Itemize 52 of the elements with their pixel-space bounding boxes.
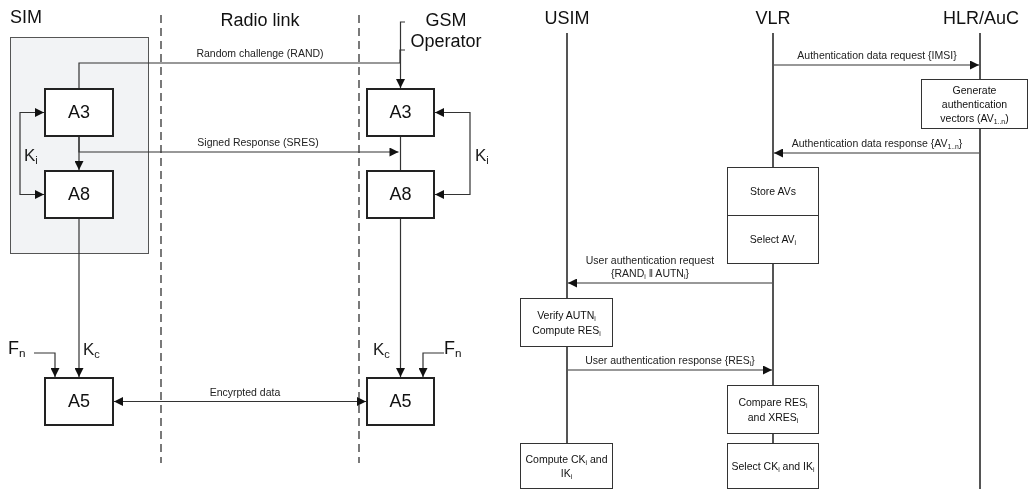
arrow [19,108,45,199]
lifeline [772,434,774,443]
column-heading: USIM [543,8,591,29]
arrow [78,136,400,157]
input-label: F$_{n}$ [444,338,470,362]
key-label: K$_{i}$ [475,144,489,166]
arrow [567,278,773,288]
edge-label: Encyrpted data [209,385,281,399]
edge-label: User authentication request {RAND$_{i}$ ‖ AUTN$_{i}$} [584,253,716,280]
process-box: A8 [44,170,114,219]
edge-label: Random challenge (RAND) [196,46,324,60]
process-box: Verify AUTN$_{i}$ Compute RES$_{i}$ [520,298,613,347]
lifeline [979,33,981,79]
edge-label: Authentication data response {AV$_{1..n}$} [791,136,963,150]
column-heading: HLR/AuC [942,8,1020,29]
process-box: A8 [366,170,435,219]
arrow [418,352,445,378]
process-box: Generate authentication vectors (AV$_{1..n}$) [921,79,1028,129]
column-heading: VLR [754,8,792,29]
key-label: K$_{i}$ [24,144,38,166]
key-label: K$_{c}$ [373,338,390,360]
arrow [113,397,367,406]
process-box: A5 [44,377,114,426]
lifeline [772,264,774,385]
arrow [396,218,405,378]
arrow [396,21,406,89]
process-box: Compare RES$_{i}$ and XRES$_{i}$ [727,385,819,434]
process-box: Store AVs [727,167,819,216]
edge-label: Signed Response (SRES) [197,135,319,149]
arrow [74,218,84,378]
key-label: K$_{c}$ [83,338,100,360]
process-box: A3 [366,88,435,137]
lifeline [979,129,981,489]
arrow [567,365,773,375]
column-heading: SIM [10,7,42,28]
arrow [434,108,471,199]
process-box: A3 [44,88,114,137]
lifeline [772,33,774,167]
input-label: F$_{n}$ [8,338,34,362]
arrow [773,60,980,70]
process-box: A5 [366,377,435,426]
process-box: Select CK$_{i}$ and IK$_{i}$ [727,443,819,489]
edge-label: Authentication data request {IMSI} [797,48,957,62]
arrow [33,352,60,378]
arrow [773,148,980,158]
process-box: Compute CK$_{i}$ and IK$_{i}$ [520,443,613,489]
lifeline [566,33,568,298]
column-heading: Radio link [219,10,301,31]
process-box: Select AV$_{i}$ [727,215,819,264]
edge-label: User authentication response {RES$_{i}$} [585,353,755,367]
column-heading: GSM Operator [405,10,487,56]
lifeline [566,347,568,443]
